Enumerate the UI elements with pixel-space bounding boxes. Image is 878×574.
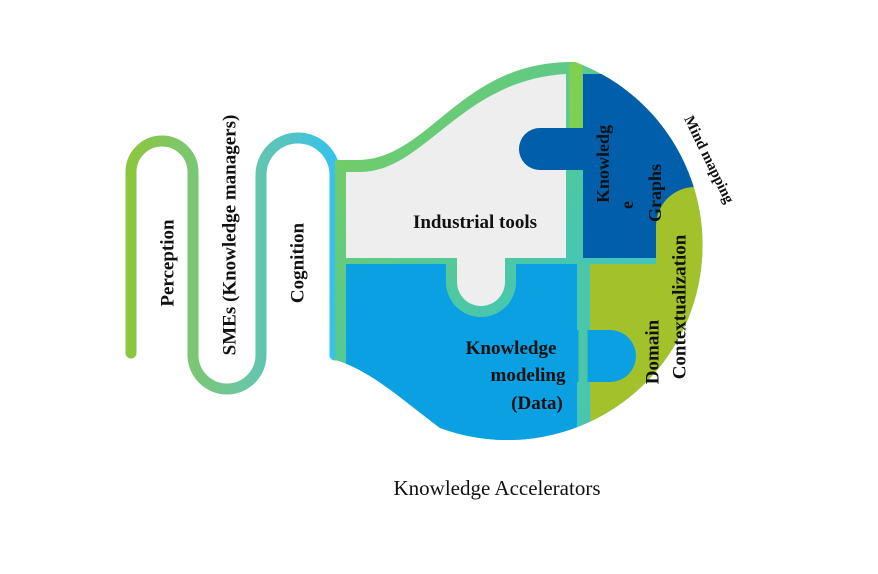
piece-industrial-tools (346, 74, 566, 306)
knowledge-graphs-label-line2: e (617, 201, 637, 209)
knowledge-modeling-label-line2: modeling (491, 365, 566, 386)
knowledge-modeling-label-line1: Knowledge (466, 338, 557, 359)
perception-label: Perception (157, 219, 178, 307)
domain-label-line2: Contextualization (669, 234, 690, 379)
knowledge-graphs-label-line3: Graphs (645, 164, 665, 222)
diagram-caption: Knowledge Accelerators (394, 476, 601, 500)
smes-label: SMEs (Knowledge managers) (219, 115, 240, 356)
knowledge-graphs-label-line1: Knowledg (593, 125, 613, 203)
knowledge-modeling-label-line3: (Data) (511, 393, 563, 414)
domain-label-line1: Domain (642, 319, 663, 384)
industrial-tools-label: Industrial tools (413, 212, 537, 233)
cognition-label: Cognition (287, 222, 308, 303)
snake-curve (125, 132, 341, 395)
piece-knowledge-graphs (519, 74, 703, 258)
